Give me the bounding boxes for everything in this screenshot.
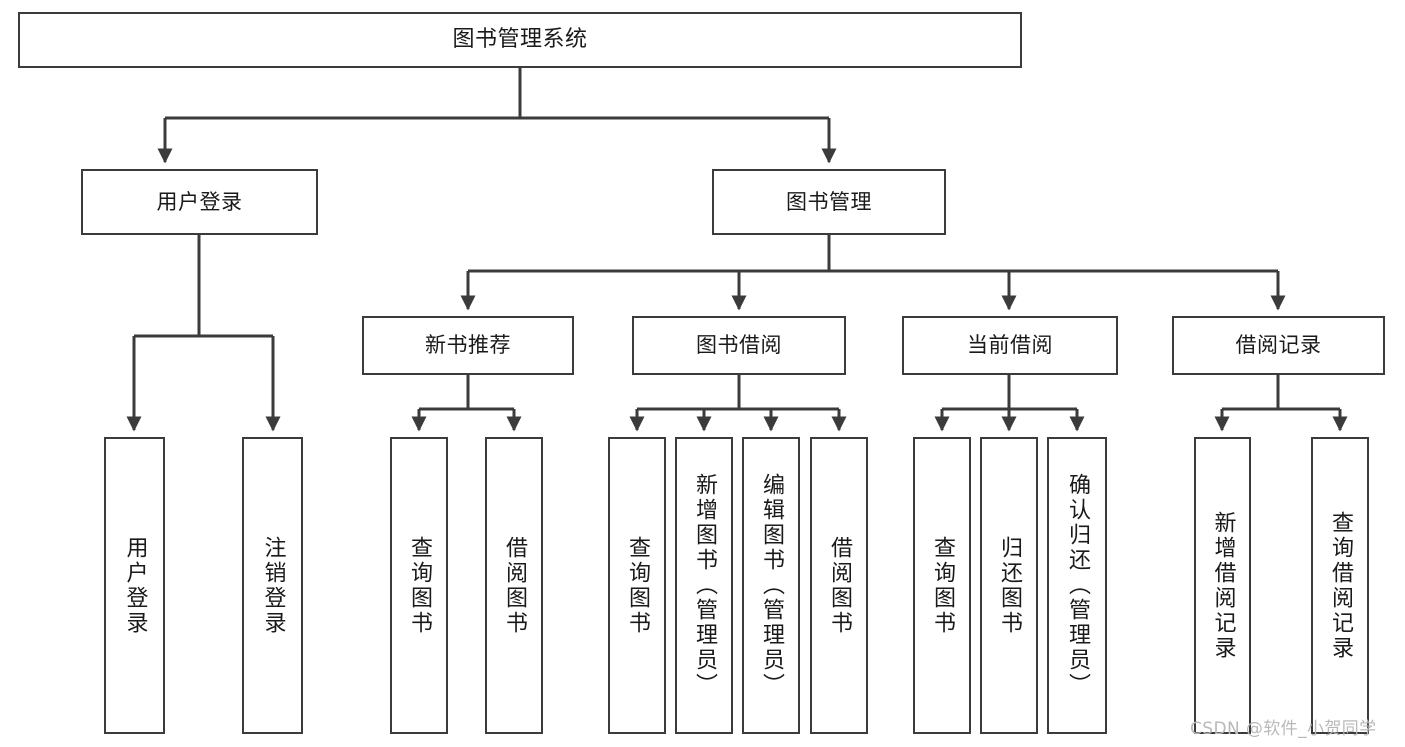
- node-label: 查询图书: [407, 535, 432, 636]
- node-root-system[interactable]: 图书管理系统: [18, 12, 1022, 68]
- node-book-borrow[interactable]: 图书借阅: [632, 316, 846, 375]
- node-label: 确认归还（管理员）: [1065, 473, 1090, 698]
- leaf-user-login-signout[interactable]: 注销登录: [242, 437, 303, 734]
- leaf-current-borrow-query[interactable]: 查询图书: [913, 437, 971, 734]
- leaf-new-book-query[interactable]: 查询图书: [390, 437, 448, 734]
- csdn-watermark: CSDN @软件_小贺同学: [1190, 719, 1377, 739]
- leaf-current-borrow-return[interactable]: 归还图书: [980, 437, 1038, 734]
- leaf-book-borrow-add[interactable]: 新增图书（管理员）: [675, 437, 733, 734]
- leaf-current-borrow-confirm-return[interactable]: 确认归还（管理员）: [1047, 437, 1107, 734]
- node-label: 借阅图书: [827, 535, 852, 636]
- node-book-management[interactable]: 图书管理: [712, 169, 946, 235]
- node-label: 用户登录: [122, 535, 148, 636]
- node-label: 当前借阅: [967, 333, 1053, 358]
- node-label: 图书管理系统: [452, 27, 588, 53]
- node-user-login[interactable]: 用户登录: [81, 169, 318, 235]
- node-label: 查询图书: [625, 535, 650, 636]
- node-label: 新书推荐: [425, 333, 511, 358]
- node-label: 借阅图书: [502, 535, 527, 636]
- node-new-book-recommend[interactable]: 新书推荐: [362, 316, 574, 375]
- node-borrow-record[interactable]: 借阅记录: [1172, 316, 1385, 375]
- node-label: 编辑图书（管理员）: [759, 473, 784, 698]
- node-current-borrow[interactable]: 当前借阅: [902, 316, 1118, 375]
- node-label: 借阅记录: [1235, 333, 1322, 358]
- leaf-borrow-record-query[interactable]: 查询借阅记录: [1311, 437, 1369, 734]
- node-label: 图书借阅: [696, 333, 782, 358]
- leaf-borrow-record-add[interactable]: 新增借阅记录: [1194, 437, 1251, 734]
- node-label: 归还图书: [997, 535, 1022, 636]
- leaf-user-login-signin[interactable]: 用户登录: [104, 437, 165, 734]
- leaf-book-borrow-query[interactable]: 查询图书: [608, 437, 666, 734]
- node-label: 新增图书（管理员）: [692, 473, 717, 698]
- leaf-new-book-borrow[interactable]: 借阅图书: [485, 437, 543, 734]
- node-label: 新增借阅记录: [1210, 510, 1236, 661]
- node-label: 查询借阅记录: [1328, 510, 1353, 661]
- node-label: 查询图书: [930, 535, 955, 636]
- leaf-book-borrow-borrow[interactable]: 借阅图书: [810, 437, 868, 734]
- node-label: 图书管理: [786, 189, 872, 214]
- node-label: 注销登录: [260, 535, 286, 636]
- node-label: 用户登录: [156, 189, 243, 214]
- leaf-book-borrow-edit[interactable]: 编辑图书（管理员）: [742, 437, 800, 734]
